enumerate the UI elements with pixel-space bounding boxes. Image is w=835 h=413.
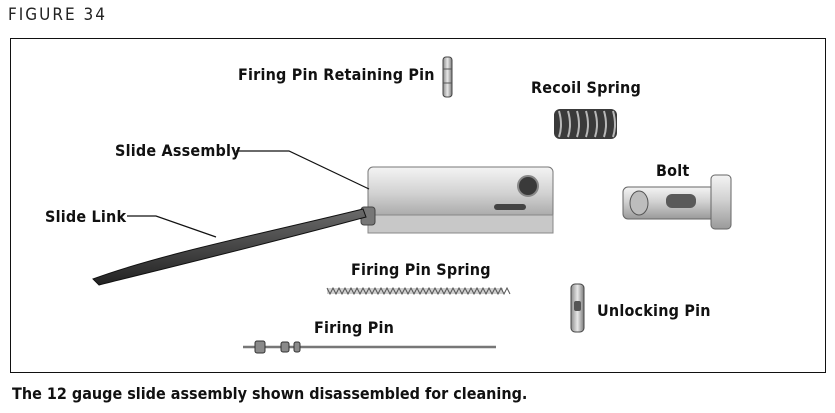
firing-pin-spring-part (326, 286, 511, 296)
label-slide-assembly: Slide Assembly (115, 141, 241, 160)
firing-pin-part (243, 340, 496, 354)
label-firing-pin-retaining-pin: Firing Pin Retaining Pin (238, 65, 435, 84)
figure-label: FIGURE 34 (8, 5, 107, 25)
slide-assembly-part (360, 166, 554, 234)
recoil-spring-part (554, 109, 617, 139)
label-bolt: Bolt (656, 161, 690, 180)
figure-caption: The 12 gauge slide assembly shown disass… (12, 384, 528, 403)
parts-illustration (92, 56, 732, 354)
label-firing-pin: Firing Pin (314, 318, 395, 337)
slide-link-part (92, 208, 367, 286)
leader-lines (127, 150, 370, 238)
diagram-frame: Firing Pin Retaining Pin Recoil Spring S… (10, 38, 826, 373)
label-recoil-spring: Recoil Spring (531, 78, 641, 97)
label-slide-link: Slide Link (45, 207, 127, 226)
label-unlocking-pin: Unlocking Pin (597, 301, 711, 320)
bolt-part (622, 174, 732, 230)
unlocking-pin-part (570, 283, 585, 333)
label-firing-pin-spring: Firing Pin Spring (351, 260, 491, 279)
firing-pin-retaining-pin-part (442, 56, 453, 98)
